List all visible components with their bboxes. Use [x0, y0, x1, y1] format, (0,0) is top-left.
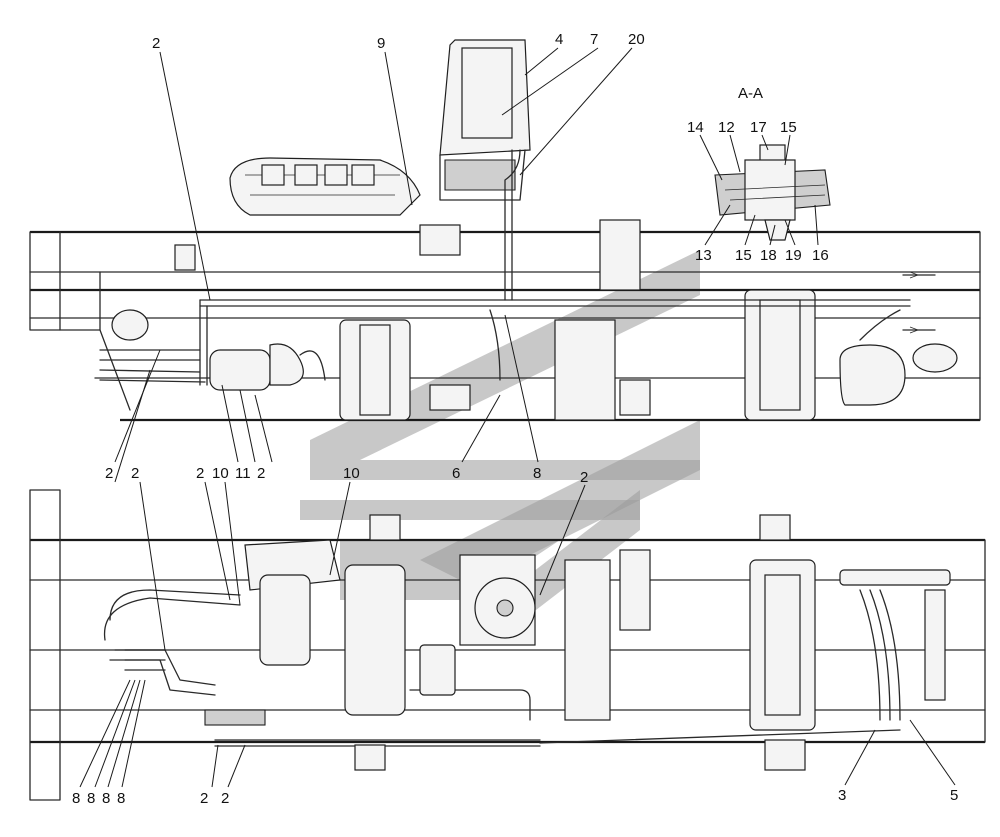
callout-8: 8 — [102, 790, 110, 807]
callout-11: 11 — [235, 465, 251, 482]
callout-2: 2 — [580, 469, 588, 486]
callout-8: 8 — [72, 790, 80, 807]
callout-2: 2 — [131, 465, 139, 482]
callout-20: 20 — [628, 31, 645, 48]
callout-10: 10 — [212, 465, 229, 482]
upper-view — [29, 39, 981, 422]
leader-lines — [79, 47, 956, 788]
callout-2: 2 — [196, 465, 204, 482]
callout-15: 15 — [735, 247, 752, 264]
callout-9: 9 — [377, 35, 385, 52]
callout-6: 6 — [452, 465, 460, 482]
callout-2: 2 — [152, 35, 160, 52]
callout-2: 2 — [105, 465, 113, 482]
callout-13: 13 — [695, 247, 712, 264]
callout-16: 16 — [812, 247, 829, 264]
callout-15: 15 — [780, 119, 797, 136]
lower-view — [29, 489, 986, 801]
callout-4: 4 — [555, 31, 563, 48]
callout-8: 8 — [533, 465, 541, 482]
callout-8: 8 — [117, 790, 125, 807]
callout-10: 10 — [343, 465, 360, 482]
callout-labels: 2 9 4 7 20 14 12 17 15 13 15 18 19 16 2 … — [72, 31, 958, 807]
callout-7: 7 — [590, 31, 598, 48]
callout-2: 2 — [257, 465, 265, 482]
callout-5: 5 — [950, 787, 958, 804]
section-a-a-detail — [714, 144, 831, 241]
callout-8: 8 — [87, 790, 95, 807]
callout-3: 3 — [838, 787, 846, 804]
callout-14: 14 — [687, 119, 704, 136]
callout-2: 2 — [200, 790, 208, 807]
callout-12: 12 — [718, 119, 735, 136]
callout-19: 19 — [785, 247, 802, 264]
callout-17: 17 — [750, 119, 767, 136]
callout-18: 18 — [760, 247, 777, 264]
callout-2: 2 — [221, 790, 229, 807]
section-title-a-a: А-А — [738, 85, 763, 102]
